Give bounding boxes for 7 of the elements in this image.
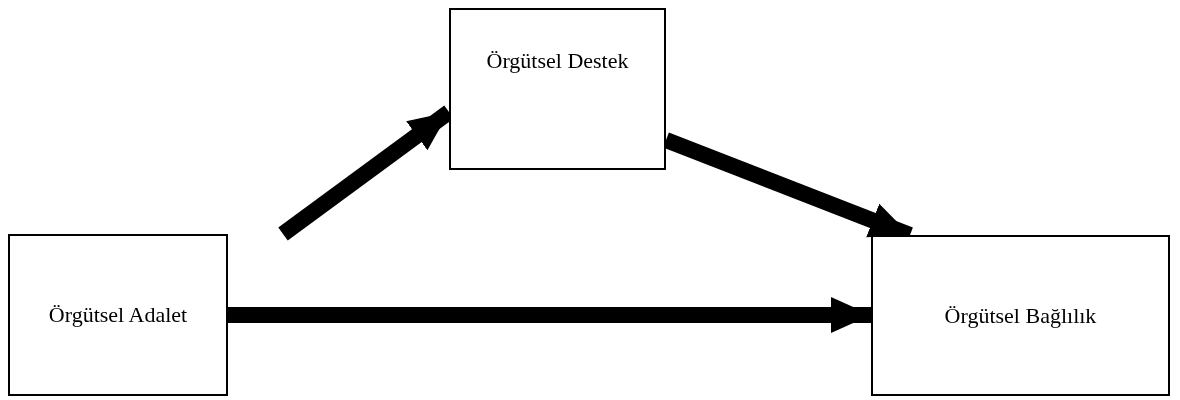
concept-box (8, 234, 228, 396)
concept-box (449, 8, 666, 170)
concept-box (871, 235, 1170, 396)
box-label: Örgütsel Adalet (48, 302, 188, 328)
box-label: Örgütsel Bağlılık (944, 302, 1097, 329)
arrow (228, 297, 871, 333)
box-label: Örgütsel Destek (486, 48, 629, 74)
